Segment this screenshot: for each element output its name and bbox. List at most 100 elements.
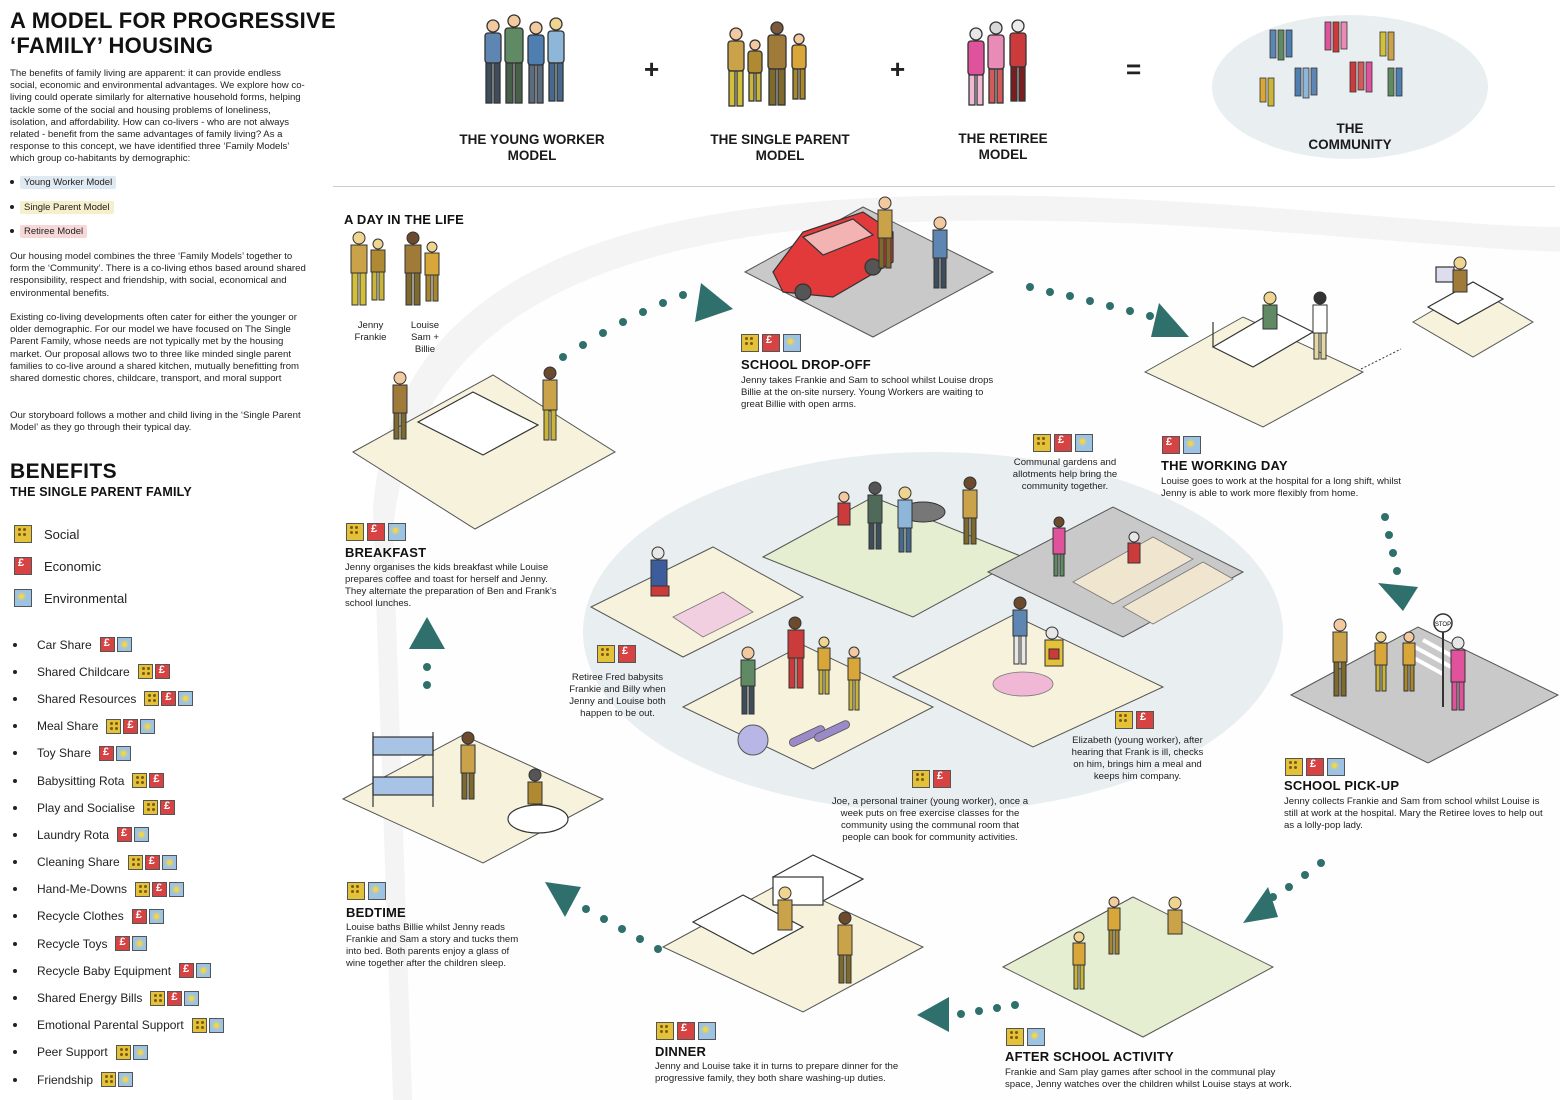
social-icon (597, 645, 615, 663)
benefit-item: Meal Share (10, 713, 310, 740)
bullet-icon (13, 860, 17, 865)
benefit-label: Laundry Rota (37, 827, 110, 842)
benefits-legend: Social Economic Environmental (14, 518, 214, 614)
working-icons (1162, 436, 1204, 454)
young-worker-model-label: THE YOUNG WORKER MODEL (459, 132, 605, 163)
arrow-bedtime-to-breakfast (409, 617, 445, 689)
pickup-text: Jenny collects Frankie and Sam from scho… (1284, 796, 1543, 831)
bullet-icon (13, 941, 17, 946)
benefits-subtitle: THE SINGLE PARENT FAMILY (10, 485, 192, 499)
benefit-item: Babysitting Rota (10, 767, 310, 794)
arrow-dropoff-to-working (1026, 283, 1189, 337)
social-icon (150, 990, 166, 1006)
pound-icon (618, 645, 636, 663)
gardens-note: Communal gardens and allotments help bri… (1012, 457, 1118, 492)
breakfast-title: BREAKFAST (345, 545, 427, 560)
day-in-the-life-title: A DAY IN THE LIFE (344, 212, 464, 227)
pound-icon (762, 334, 780, 352)
legend-label: Environmental (44, 590, 128, 606)
equals-sign: = (1126, 54, 1142, 84)
social-icon (741, 334, 759, 352)
benefit-label: Shared Childcare (37, 664, 130, 679)
benefit-item: Peer Support (10, 1039, 310, 1066)
sun-icon (1183, 436, 1201, 454)
legend-label: Social (44, 526, 80, 542)
intro-paragraph-1: The benefits of family living are appare… (10, 68, 305, 165)
plus-sign-1: + (644, 54, 660, 84)
legend-label: Economic (44, 558, 102, 574)
sun-icon (208, 1017, 224, 1033)
benefit-label: Emotional Parental Support (37, 1018, 184, 1033)
pound-icon (1136, 711, 1154, 729)
gardens-icons (1033, 434, 1096, 452)
social-icon (106, 718, 122, 734)
benefit-label: Play and Socialise (37, 800, 136, 815)
bullet-icon (13, 832, 17, 837)
social-icon (1033, 434, 1051, 452)
arrow-afterschool-to-dinner (917, 997, 1019, 1032)
social-icon (144, 691, 160, 707)
sun-icon (134, 827, 150, 843)
model-figures (484, 14, 1488, 159)
babysit-icons (597, 645, 639, 663)
benefit-item: Recycle Baby Equipment (10, 957, 310, 984)
pound-icon (167, 990, 183, 1006)
legend-social: Social (14, 518, 214, 550)
social-icon (912, 770, 930, 788)
pound-icon (149, 773, 165, 789)
model-tag-item: Retiree Model (10, 225, 210, 250)
benefit-item: Shared Resources (10, 685, 310, 712)
pound-icon (154, 664, 170, 680)
benefit-item: Friendship (10, 1066, 310, 1093)
benefit-label: Recycle Toys (37, 936, 108, 951)
bullet-icon (13, 968, 17, 973)
page-title: A MODEL FOR PROGRESSIVE ‘FAMILY’ HOUSING (10, 8, 340, 58)
page-title-line2: ‘FAMILY’ HOUSING (10, 33, 214, 58)
social-icon (1285, 758, 1303, 776)
bullet-icon (13, 1077, 17, 1082)
benefit-label: Meal Share (37, 719, 99, 734)
red-car (772, 211, 894, 301)
dinner-table (691, 894, 805, 955)
sun-icon (1027, 1028, 1045, 1046)
benefit-item: Play and Socialise (10, 794, 310, 821)
benefit-item: Recycle Toys (10, 930, 310, 957)
joe-note: Joe, a personal trainer (young worker), … (831, 796, 1029, 843)
sun-icon (169, 881, 185, 897)
sun-icon (148, 908, 164, 924)
bedtime-text: Louise baths Billie whilst Jenny reads F… (346, 922, 519, 969)
sun-icon (178, 691, 194, 707)
pound-icon (179, 963, 195, 979)
bullet-icon (13, 1050, 17, 1055)
single-parent-tag: Single Parent Model (20, 200, 114, 214)
social-icon (127, 854, 143, 870)
benefit-item: Shared Energy Bills (10, 984, 310, 1011)
hospital-home-link (1360, 348, 1402, 370)
pound-icon (677, 1022, 695, 1040)
bathtub (507, 804, 569, 834)
sun-icon (132, 1044, 148, 1060)
benefits-title: BENEFITS (10, 460, 118, 483)
working-text: Louise goes to work at the hospital for … (1161, 476, 1401, 499)
working-title: THE WORKING DAY (1161, 458, 1288, 473)
afterschool-text: Frankie and Sam play games after school … (1005, 1067, 1292, 1090)
sun-icon (116, 637, 132, 653)
names-right: Louise Sam + Billie (410, 320, 440, 355)
intro-paragraph-4: Our storyboard follows a mother and chil… (10, 410, 301, 434)
pound-icon (160, 800, 176, 816)
benefit-label: Cleaning Share (37, 855, 120, 870)
arrow-pickup-to-afterschool (1243, 859, 1325, 923)
social-icon (135, 881, 151, 897)
bullet-icon (13, 778, 17, 783)
sun-icon (1327, 758, 1345, 776)
young-worker-tag: Young Worker Model (20, 176, 117, 189)
sun-icon (1075, 434, 1093, 452)
bunk-bed (372, 732, 434, 807)
social-icon (143, 800, 159, 816)
breakfast-icons (346, 523, 409, 541)
pickup-title: SCHOOL PICK-UP (1284, 778, 1400, 793)
page-title-line1: A MODEL FOR PROGRESSIVE (10, 8, 336, 33)
bullet-icon (13, 805, 17, 810)
intro-paragraph-3: Existing co-living developments often ca… (10, 312, 300, 385)
single-parent-model-label: THE SINGLE PARENT MODEL (710, 132, 850, 163)
